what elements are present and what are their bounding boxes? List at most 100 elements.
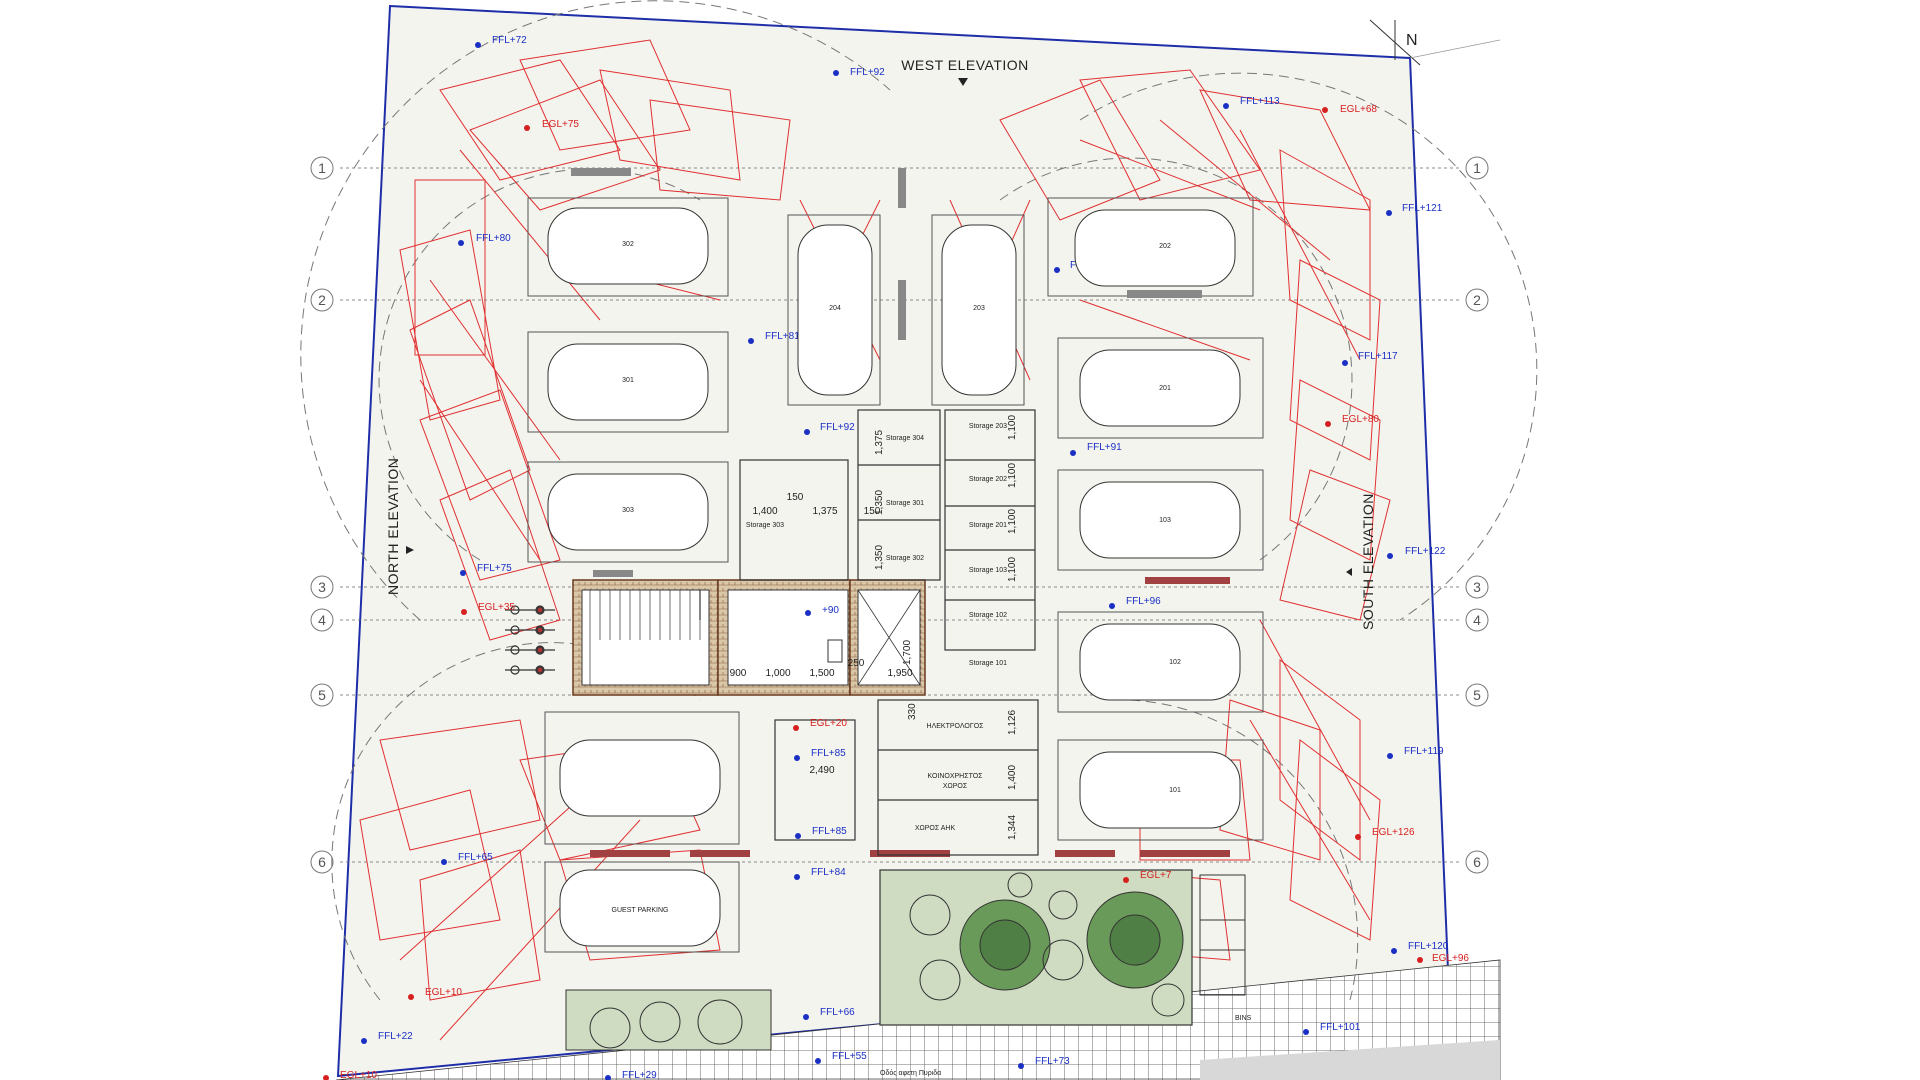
parking-202: 202 bbox=[1159, 243, 1171, 250]
north-elevation-label: NORTH ELEVATION bbox=[385, 458, 401, 595]
level-ffl-113: FFL+113 bbox=[1240, 96, 1280, 107]
level-egl-96: EGL+96 bbox=[1432, 953, 1469, 964]
level-ffl-80: FFL+80 bbox=[476, 233, 511, 244]
dim-1700: 1,700 bbox=[902, 640, 913, 665]
level-egl-20: EGL+20 bbox=[810, 718, 847, 729]
grid-5-right: 5 bbox=[1473, 687, 1481, 703]
level-ffl-81: FFL+81 bbox=[765, 331, 800, 342]
level-ffl-121: FFL+121 bbox=[1402, 203, 1443, 214]
parking-203: 203 bbox=[973, 305, 985, 312]
storage-labels: Storage 303 Storage 304 Storage 301 Stor… bbox=[746, 423, 1007, 667]
level-egl-7: EGL+7 bbox=[1140, 870, 1172, 881]
storage-304: Storage 304 bbox=[886, 435, 924, 442]
grid-6-right: 6 bbox=[1473, 854, 1481, 870]
west-elevation-label: WEST ELEVATION bbox=[901, 57, 1029, 73]
level-ffl-120: FFL+120 bbox=[1408, 941, 1449, 952]
level-tags: FFL+72 FFL+92 FFL+113 EGL+68 EGL+75 FFL+… bbox=[323, 35, 1469, 1080]
north-label: N bbox=[1406, 32, 1418, 49]
level-egl-75: EGL+75 bbox=[542, 119, 579, 130]
level-ffl-84: FFL+84 bbox=[811, 867, 846, 878]
storage-102: Storage 102 bbox=[969, 612, 1007, 619]
level-ffl-96: FFL+96 bbox=[1126, 596, 1161, 607]
level-ffl-66: FFL+66 bbox=[820, 1007, 855, 1018]
level-ffl-117: FFL+117 bbox=[1358, 351, 1398, 362]
level-egl-35: EGL+35 bbox=[478, 602, 515, 613]
level-ffl-75: FFL+75 bbox=[477, 563, 512, 574]
parking-302: 302 bbox=[622, 241, 634, 248]
level-ffl-22: FFL+22 bbox=[378, 1031, 413, 1042]
level-ffl-101: FFL+101 bbox=[1320, 1022, 1361, 1033]
storage-103: Storage 103 bbox=[969, 567, 1007, 574]
level-ffl-92b: FFL+92 bbox=[820, 422, 855, 433]
dim-2490: 2,490 bbox=[809, 765, 834, 776]
level-egl-68: EGL+68 bbox=[1340, 104, 1377, 115]
parking-301: 301 bbox=[622, 377, 634, 384]
level-ffl-29: FFL+29 bbox=[622, 1070, 657, 1080]
grid-2-left: 2 bbox=[318, 292, 326, 308]
south-elevation-label: SOUTH ELEVATION bbox=[1360, 493, 1376, 630]
level-egl-80: EGL+80 bbox=[1342, 414, 1379, 425]
level-egl-126: EGL+126 bbox=[1372, 827, 1415, 838]
dim-1500: 1,500 bbox=[809, 668, 834, 679]
storage-303: Storage 303 bbox=[746, 522, 784, 529]
dim-1100b: 1,100 bbox=[1007, 463, 1018, 488]
parking-204: 204 bbox=[829, 305, 841, 312]
dim-150a: 150 bbox=[787, 492, 804, 503]
level-egl-10b: EGL+10 bbox=[340, 1070, 377, 1080]
dim-1100a: 1,100 bbox=[1007, 415, 1018, 440]
dim-900: 900 bbox=[730, 668, 747, 679]
dim-1126: 1,126 bbox=[1007, 710, 1018, 735]
parking-bays bbox=[527, 197, 1264, 953]
grid-3-right: 3 bbox=[1473, 579, 1481, 595]
level-ffl-85a: FFL+85 bbox=[811, 748, 846, 759]
dim-1400v: 1,400 bbox=[1007, 765, 1018, 790]
room-space: ΧΩΡΟΣ ΑΗΚ bbox=[915, 825, 956, 832]
level-ffl-72: FFL+72 bbox=[492, 35, 527, 46]
storage-302: Storage 302 bbox=[886, 555, 924, 562]
grid-5-left: 5 bbox=[318, 687, 326, 703]
dim-1950: 1,950 bbox=[887, 668, 912, 679]
storage-201: Storage 201 bbox=[969, 522, 1007, 529]
dim-1100d: 1,100 bbox=[1007, 557, 1018, 582]
grid-1-right: 1 bbox=[1473, 160, 1481, 176]
dim-150b: 150 bbox=[864, 506, 881, 517]
dim-1350b: 1,350 bbox=[874, 545, 885, 570]
grid-2-right: 2 bbox=[1473, 292, 1481, 308]
road-label: Οδός αφετη Πυριδα bbox=[880, 1069, 941, 1077]
garden bbox=[565, 869, 1246, 1051]
dim-1000: 1,000 bbox=[765, 668, 790, 679]
storage-203: Storage 203 bbox=[969, 423, 1007, 430]
parking-guest: GUEST PARKING bbox=[612, 907, 669, 914]
grid-4-left: 4 bbox=[318, 612, 326, 628]
dimensions: 1,400 1,375 150 150 900 1,000 1,500 250 … bbox=[730, 415, 1018, 840]
parking-102: 102 bbox=[1169, 659, 1181, 666]
level-egl-10: EGL+10 bbox=[425, 987, 462, 998]
level-ffl-65: FFL+65 bbox=[458, 852, 493, 863]
dim-1100c: 1,100 bbox=[1007, 509, 1018, 534]
parking-103: 103 bbox=[1159, 517, 1171, 524]
grid-bubbles-left: 1 2 3 4 5 6 bbox=[310, 156, 334, 874]
dim-1375v: 1,375 bbox=[874, 430, 885, 455]
dim-1400: 1,400 bbox=[752, 506, 777, 517]
storage-202: Storage 202 bbox=[969, 476, 1007, 483]
bike-stands bbox=[505, 605, 555, 675]
grid-6-left: 6 bbox=[318, 854, 326, 870]
room-electrical: ΗΛΕΚΤΡΟΛΟΓΟΣ bbox=[927, 723, 985, 730]
parking-101: 101 bbox=[1169, 787, 1181, 794]
level-ffl-55: FFL+55 bbox=[832, 1051, 867, 1062]
storage-301: Storage 301 bbox=[886, 500, 924, 507]
level-ffl-85b: FFL+85 bbox=[812, 826, 847, 837]
grid-1-left: 1 bbox=[318, 160, 326, 176]
dim-1344: 1,344 bbox=[1007, 815, 1018, 840]
parking-303: 303 bbox=[622, 507, 634, 514]
level-ffl-122: FFL+122 bbox=[1405, 546, 1446, 557]
bins-label: BINS bbox=[1235, 1015, 1252, 1022]
dim-330: 330 bbox=[907, 703, 918, 720]
room-common-2: ΧΩΡΟΣ bbox=[943, 783, 968, 790]
level-ffl-119: FFL+119 bbox=[1404, 746, 1444, 757]
level-ffl-73: FFL+73 bbox=[1035, 1056, 1070, 1067]
parking-labels: 302 301 303 204 203 202 201 103 102 101 … bbox=[612, 241, 1181, 914]
room-labels: ΗΛΕΚΤΡΟΛΟΓΟΣ ΚΟΙΝΟΧΡΗΣΤΟΣ ΧΩΡΟΣ ΧΩΡΟΣ ΑΗ… bbox=[880, 723, 1252, 1077]
level-ffl-92: FFL+92 bbox=[850, 67, 885, 78]
